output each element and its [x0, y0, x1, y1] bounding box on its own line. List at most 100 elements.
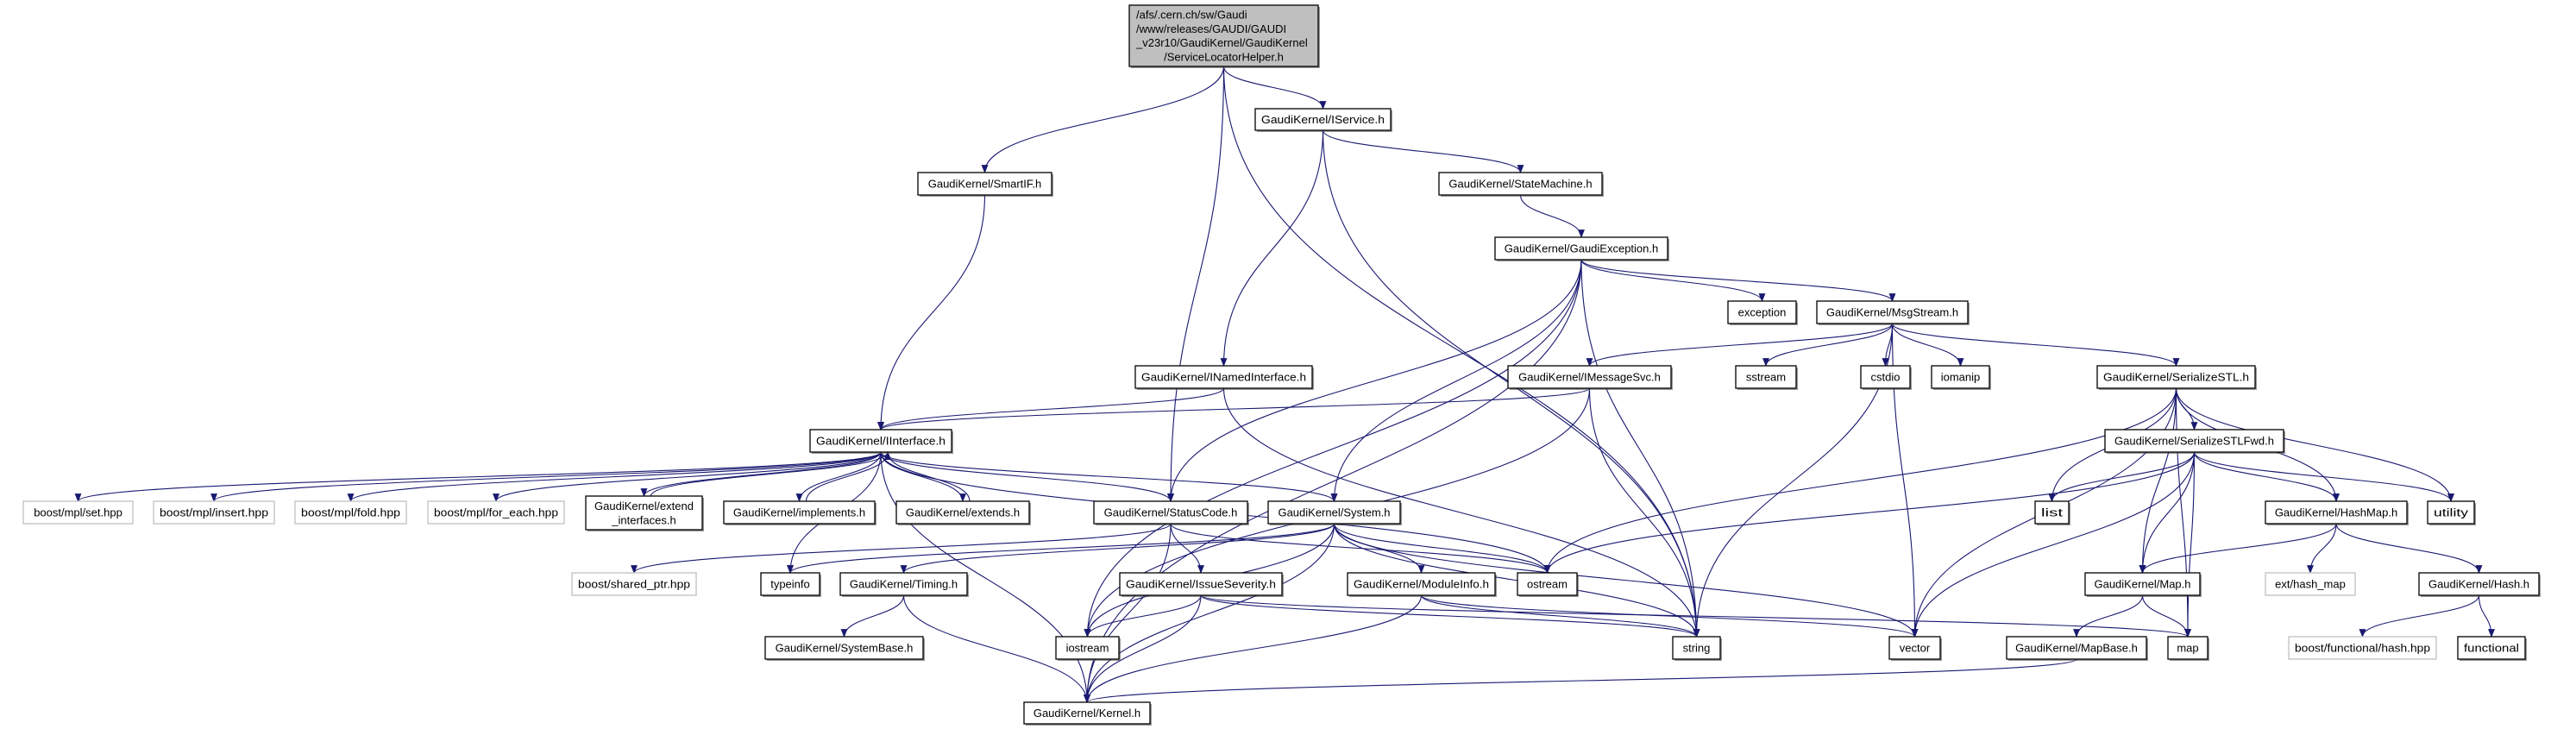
node-list[interactable]: list: [2034, 500, 2070, 525]
node-MsgStream[interactable]: GaudiKernel/MsgStream.h: [1816, 300, 1970, 325]
node-box: [2006, 636, 2147, 660]
node-box: [2034, 500, 2070, 525]
edge-Map-to-map: [2141, 594, 2191, 638]
edge-SerializeSTL-to-ostream: [1543, 387, 2177, 574]
node-extends[interactable]: GaudiKernel/extends.h: [895, 500, 1031, 525]
node-ostream[interactable]: ostream: [1517, 572, 1579, 597]
node-iostream[interactable]: iostream: [1055, 636, 1121, 661]
node-box: [1507, 365, 1672, 389]
node-SerializeSTL[interactable]: GaudiKernel/SerializeSTL.h: [2096, 365, 2257, 390]
node-exthashmap[interactable]: ext/hash_map: [2265, 572, 2356, 596]
node-label: vector: [1900, 642, 1931, 655]
node-IService[interactable]: GaudiKernel/IService.h: [1254, 108, 1392, 132]
node-label: GaudiKernel/Timing.h: [850, 578, 958, 591]
node-box: [2457, 636, 2526, 660]
edge-SerializeSTLFwd-to-ostream: [1543, 451, 2196, 574]
node-map[interactable]: map: [2167, 636, 2209, 661]
node-IssueSeverity[interactable]: GaudiKernel/IssueSeverity.h: [1119, 572, 1284, 597]
node-label: GaudiKernel/IInterface.h: [816, 435, 946, 448]
node-label: string: [1683, 642, 1711, 655]
edge-HashMap-to-Map: [2139, 523, 2337, 574]
edge-IInterface-to-extend_interfaces: [640, 451, 882, 497]
node-label: ext/hash_map: [2275, 578, 2346, 591]
node-functional[interactable]: functional: [2457, 636, 2527, 661]
node-label: boost/mpl/set.hpp: [34, 506, 123, 519]
node-GaudiException[interactable]: GaudiKernel/GaudiException.h: [1494, 236, 1669, 261]
node-label: boost/mpl/for_each.hpp: [434, 506, 558, 519]
node-box: [2084, 572, 2201, 596]
node-utility[interactable]: utility: [2427, 500, 2476, 525]
edge-IssueSeverity-to-Kernel: [1084, 594, 1202, 703]
node-cstdio[interactable]: cstdio: [1860, 365, 1912, 390]
node-ModuleInfo[interactable]: GaudiKernel/ModuleInfo.h: [1347, 572, 1497, 597]
node-StateMachine[interactable]: GaudiKernel/StateMachine.h: [1438, 172, 1604, 197]
node-label: utility: [2434, 506, 2469, 519]
node-mplfold[interactable]: boost/mpl/fold.hpp: [294, 500, 407, 525]
node-label: boost/functional/hash.hpp: [2295, 642, 2430, 655]
node-box: [22, 500, 134, 525]
node-box: [1727, 300, 1797, 324]
node-box: [2427, 500, 2475, 525]
node-box: [809, 429, 952, 453]
node-mplforeach[interactable]: boost/mpl/for_each.hpp: [427, 500, 565, 525]
node-box: [1888, 636, 1941, 660]
node-SerializeSTLFwd[interactable]: GaudiKernel/SerializeSTLFwd.h: [2104, 429, 2285, 454]
node-extend_interfaces[interactable]: GaudiKernel/extend_interfaces.h: [585, 495, 704, 531]
node-INamedInterface[interactable]: GaudiKernel/INamedInterface.h: [1134, 365, 1314, 390]
node-HashMap[interactable]: GaudiKernel/HashMap.h: [2265, 500, 2409, 525]
edge-INamedInterface-to-string: [1222, 387, 1700, 638]
node-box: [1672, 636, 1721, 660]
node-box: [585, 495, 703, 531]
node-MapBase[interactable]: GaudiKernel/MapBase.h: [2006, 636, 2148, 661]
node-root[interactable]: /afs/.cern.ch/sw/Gaudi/www/releases/GAUD…: [1128, 4, 1320, 68]
edge-GaudiException-to-MsgStream: [1580, 259, 1896, 302]
node-string[interactable]: string: [1672, 636, 1722, 661]
node-Map[interactable]: GaudiKernel/Map.h: [2084, 572, 2202, 597]
node-System[interactable]: GaudiKernel/System.h: [1267, 500, 1402, 525]
node-label: list: [2041, 506, 2064, 519]
node-sstream[interactable]: sstream: [1735, 365, 1798, 390]
edge-GaudiException-to-iostream: [1084, 259, 1582, 638]
node-box: [2265, 572, 2356, 596]
node-iomanip[interactable]: iomanip: [1931, 365, 1991, 390]
edge-root-to-IService: [1222, 66, 1327, 110]
edge-implements-to-IInterface: [805, 451, 891, 502]
node-IMessageSvc[interactable]: GaudiKernel/IMessageSvc.h: [1507, 365, 1673, 390]
edges-layer: [74, 66, 2495, 703]
node-mplinsert[interactable]: boost/mpl/insert.hpp: [153, 500, 275, 525]
edge-HashMap-to-Hash: [2335, 523, 2483, 574]
node-label: map: [2177, 642, 2198, 655]
node-typeinfo[interactable]: typeinfo: [760, 572, 821, 597]
node-box: [2265, 500, 2408, 525]
node-mplset[interactable]: boost/mpl/set.hpp: [22, 500, 134, 525]
node-IInterface[interactable]: GaudiKernel/IInterface.h: [809, 429, 953, 454]
node-box: [1735, 365, 1797, 389]
node-label: GaudiKernel/SerializeSTL.h: [2103, 371, 2249, 384]
node-box: [2167, 636, 2208, 660]
edge-Map-to-MapBase: [2073, 594, 2144, 638]
node-box: [294, 500, 407, 525]
node-SmartIF[interactable]: GaudiKernel/SmartIF.h: [917, 172, 1053, 197]
node-box: [1128, 4, 1319, 67]
edge-System-to-ostream: [1333, 523, 1551, 574]
node-vector[interactable]: vector: [1888, 636, 1942, 661]
node-implements[interactable]: GaudiKernel/implements.h: [723, 500, 876, 525]
node-sharedptr[interactable]: boost/shared_ptr.hpp: [571, 572, 697, 596]
edge-root-to-StatusCode: [1167, 66, 1225, 502]
node-StatusCode[interactable]: GaudiKernel/StatusCode.h: [1093, 500, 1249, 525]
edge-IInterface-to-System: [880, 451, 1338, 502]
node-label: boost/mpl/fold.hpp: [301, 506, 400, 519]
node-box: [1119, 572, 1283, 596]
node-Timing[interactable]: GaudiKernel/Timing.h: [839, 572, 969, 597]
node-Hash[interactable]: GaudiKernel/Hash.h: [2418, 572, 2541, 597]
node-Kernel[interactable]: GaudiKernel/Kernel.h: [1023, 701, 1152, 726]
node-label: GaudiKernel/SystemBase.h: [776, 642, 914, 655]
node-functionalhash[interactable]: boost/functional/hash.hpp: [2288, 636, 2437, 660]
node-label: cstdio: [1871, 371, 1901, 384]
node-box: [2096, 365, 2256, 389]
edge-extend_interfaces-to-IInterface: [650, 451, 891, 497]
node-SystemBase[interactable]: GaudiKernel/SystemBase.h: [764, 636, 925, 661]
edge-System-to-Kernel: [1084, 523, 1335, 703]
node-exception[interactable]: exception: [1727, 300, 1798, 325]
